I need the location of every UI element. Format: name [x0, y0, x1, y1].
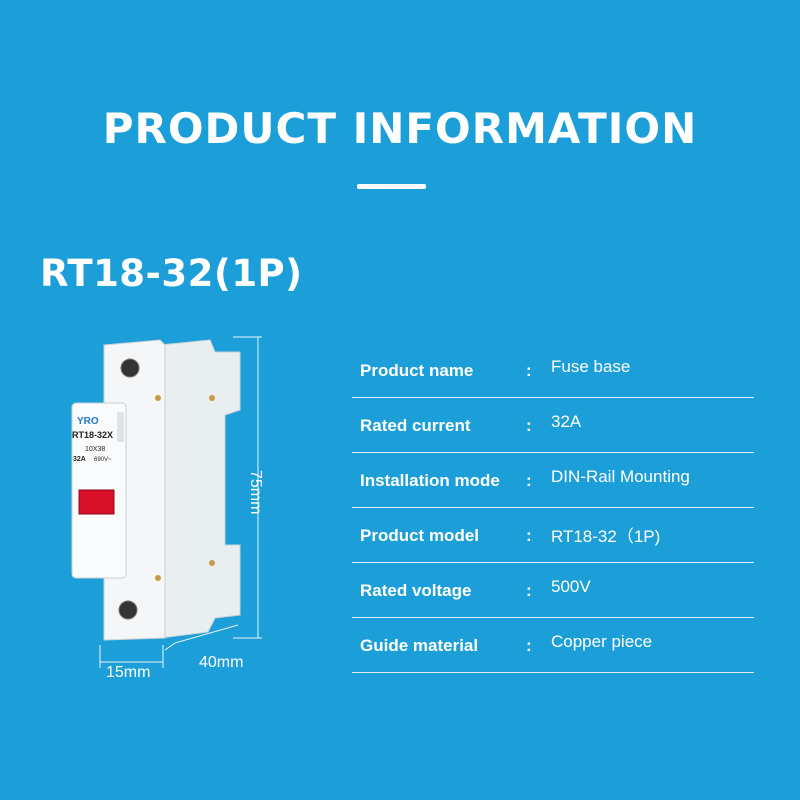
spec-value: Fuse base	[551, 357, 631, 376]
spec-table: Product name : Fuse base Rated current :…	[352, 343, 754, 673]
spec-value: 500V	[551, 577, 591, 596]
spec-value: 32A	[551, 412, 582, 431]
label-voltage: 690V~	[94, 457, 112, 463]
indicator-window	[78, 489, 115, 515]
spec-separator: :	[526, 526, 532, 545]
spec-key: Product name	[360, 361, 474, 380]
spec-value: RT18-32（1P)	[551, 527, 661, 546]
spec-key: Rated current	[360, 416, 471, 435]
spec-separator: :	[526, 581, 532, 600]
fuse-body-side	[159, 339, 241, 639]
spec-separator: :	[526, 636, 532, 655]
spec-value: DIN-Rail Mounting	[551, 467, 690, 486]
dimension-width: 15mm	[106, 664, 151, 681]
top-terminal-screw	[120, 358, 140, 378]
spec-separator: :	[526, 471, 532, 490]
spec-separator: :	[526, 361, 532, 380]
dimension-depth: 40mm	[199, 654, 244, 671]
spec-separator: :	[526, 416, 532, 435]
spec-key: Product model	[360, 526, 480, 545]
brand-logo: YRO	[77, 416, 99, 427]
spec-row: Product name : Fuse base	[352, 343, 754, 398]
dimension-height: 75mm	[247, 470, 264, 515]
product-model-title: RT18-32(1P)	[40, 252, 303, 295]
page-title: PRODUCT INFORMATION	[102, 104, 698, 153]
spec-value: Copper piece	[551, 632, 653, 651]
spec-key: Guide material	[360, 636, 479, 655]
title-underline	[357, 184, 426, 189]
spec-row: Guide material : Copper piece	[352, 618, 754, 673]
label-model: RT18-32X	[72, 430, 113, 440]
spec-key: Rated voltage	[360, 581, 472, 600]
spec-row: Rated voltage : 500V	[352, 563, 754, 618]
label-size: 10X38	[85, 446, 105, 453]
spec-row: Installation mode : DIN-Rail Mounting	[352, 453, 754, 508]
spec-row: Product model : RT18-32（1P)	[352, 508, 754, 563]
spec-row: Rated current : 32A	[352, 398, 754, 453]
label-current: 32A	[73, 456, 86, 463]
spec-key: Installation mode	[360, 471, 500, 490]
bottom-terminal-screw	[118, 600, 138, 620]
